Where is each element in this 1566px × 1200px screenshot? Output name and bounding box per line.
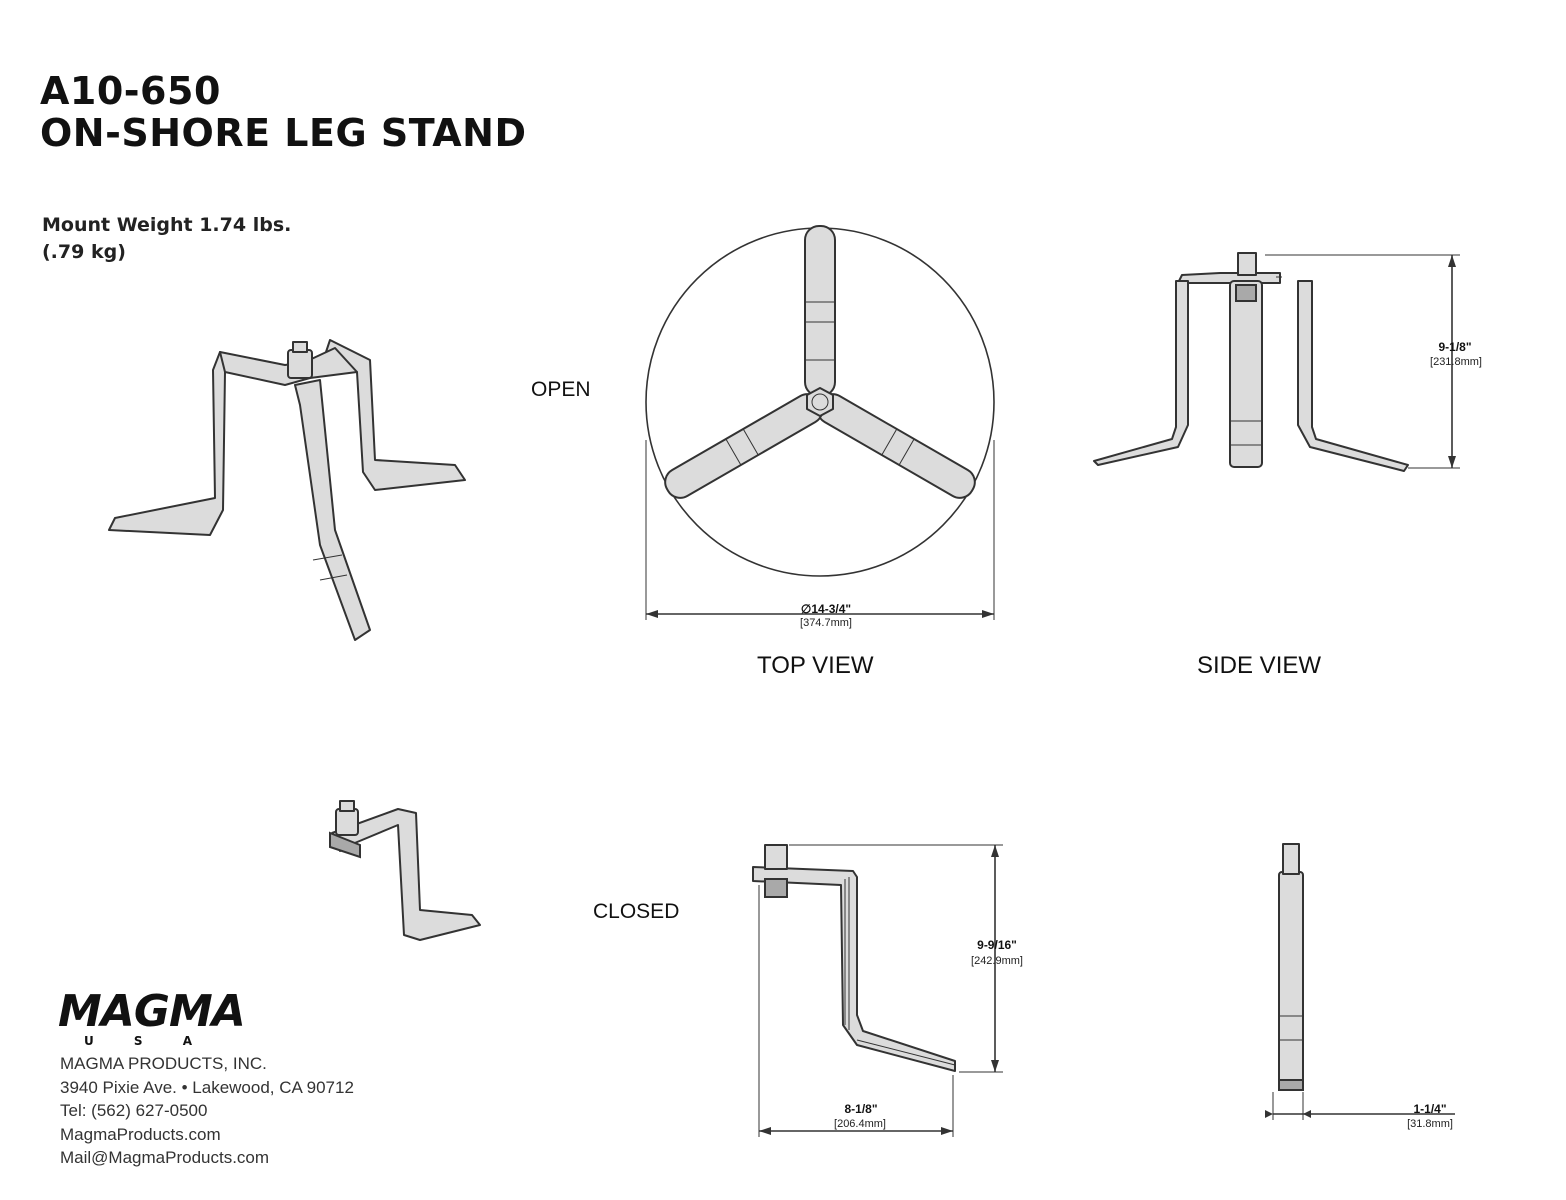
logo-subtext: U S A [84, 1034, 211, 1048]
diameter-dimension: ∅14-3/4" [800, 602, 852, 616]
closed-stand-isometric-drawing [329, 800, 481, 941]
product-name: ON-SHORE LEG STAND [40, 111, 527, 155]
company-info: MAGMA PRODUCTS, INC. 3940 Pixie Ave. • L… [60, 1052, 354, 1170]
diameter-dimension-mm: [374.7mm] [800, 617, 852, 629]
product-title: A10-650 ON-SHORE LEG STAND [40, 70, 527, 154]
top-view-label: TOP VIEW [757, 652, 874, 679]
closed-depth-dimension: 1-1/4" [1413, 1102, 1447, 1116]
weight-kg: (.79 kg) [42, 241, 126, 263]
top-view-drawing [645, 225, 995, 620]
magma-logo: MAGMA U S A [58, 986, 246, 1049]
closed-height-dimension: 9-9/16" [977, 938, 1017, 952]
company-address: 3940 Pixie Ave. • Lakewood, CA 90712 [60, 1077, 354, 1097]
weight-lbs: Mount Weight 1.74 lbs. [42, 214, 292, 236]
closed-height-dimension-mm: [242.9mm] [971, 955, 1023, 967]
closed-front-view-drawing [752, 844, 1003, 1137]
closed-side-view-drawing [1265, 843, 1455, 1120]
mount-weight: Mount Weight 1.74 lbs. (.79 kg) [42, 212, 291, 266]
company-phone: Tel: (562) 627-0500 [60, 1101, 208, 1120]
open-height-dimension: 9-1/8" [1438, 340, 1472, 354]
open-stand-isometric-drawing [108, 339, 466, 641]
open-state-label: OPEN [531, 378, 591, 401]
open-height-dimension-mm: [231.8mm] [1430, 356, 1482, 368]
closed-state-label: CLOSED [593, 900, 680, 923]
model-number: A10-650 [40, 69, 221, 113]
closed-depth-dimension-mm: [31.8mm] [1407, 1118, 1453, 1130]
company-name: MAGMA PRODUCTS, INC. [60, 1054, 267, 1073]
closed-width-dimension-mm: [206.4mm] [834, 1118, 886, 1130]
side-view-label: SIDE VIEW [1197, 652, 1322, 679]
logo-wordmark: MAGMA [58, 986, 246, 1037]
side-view-drawing [1093, 252, 1460, 472]
company-website: MagmaProducts.com [60, 1124, 221, 1144]
company-email: Mail@MagmaProducts.com [60, 1148, 270, 1167]
closed-width-dimension: 8-1/8" [844, 1102, 878, 1116]
